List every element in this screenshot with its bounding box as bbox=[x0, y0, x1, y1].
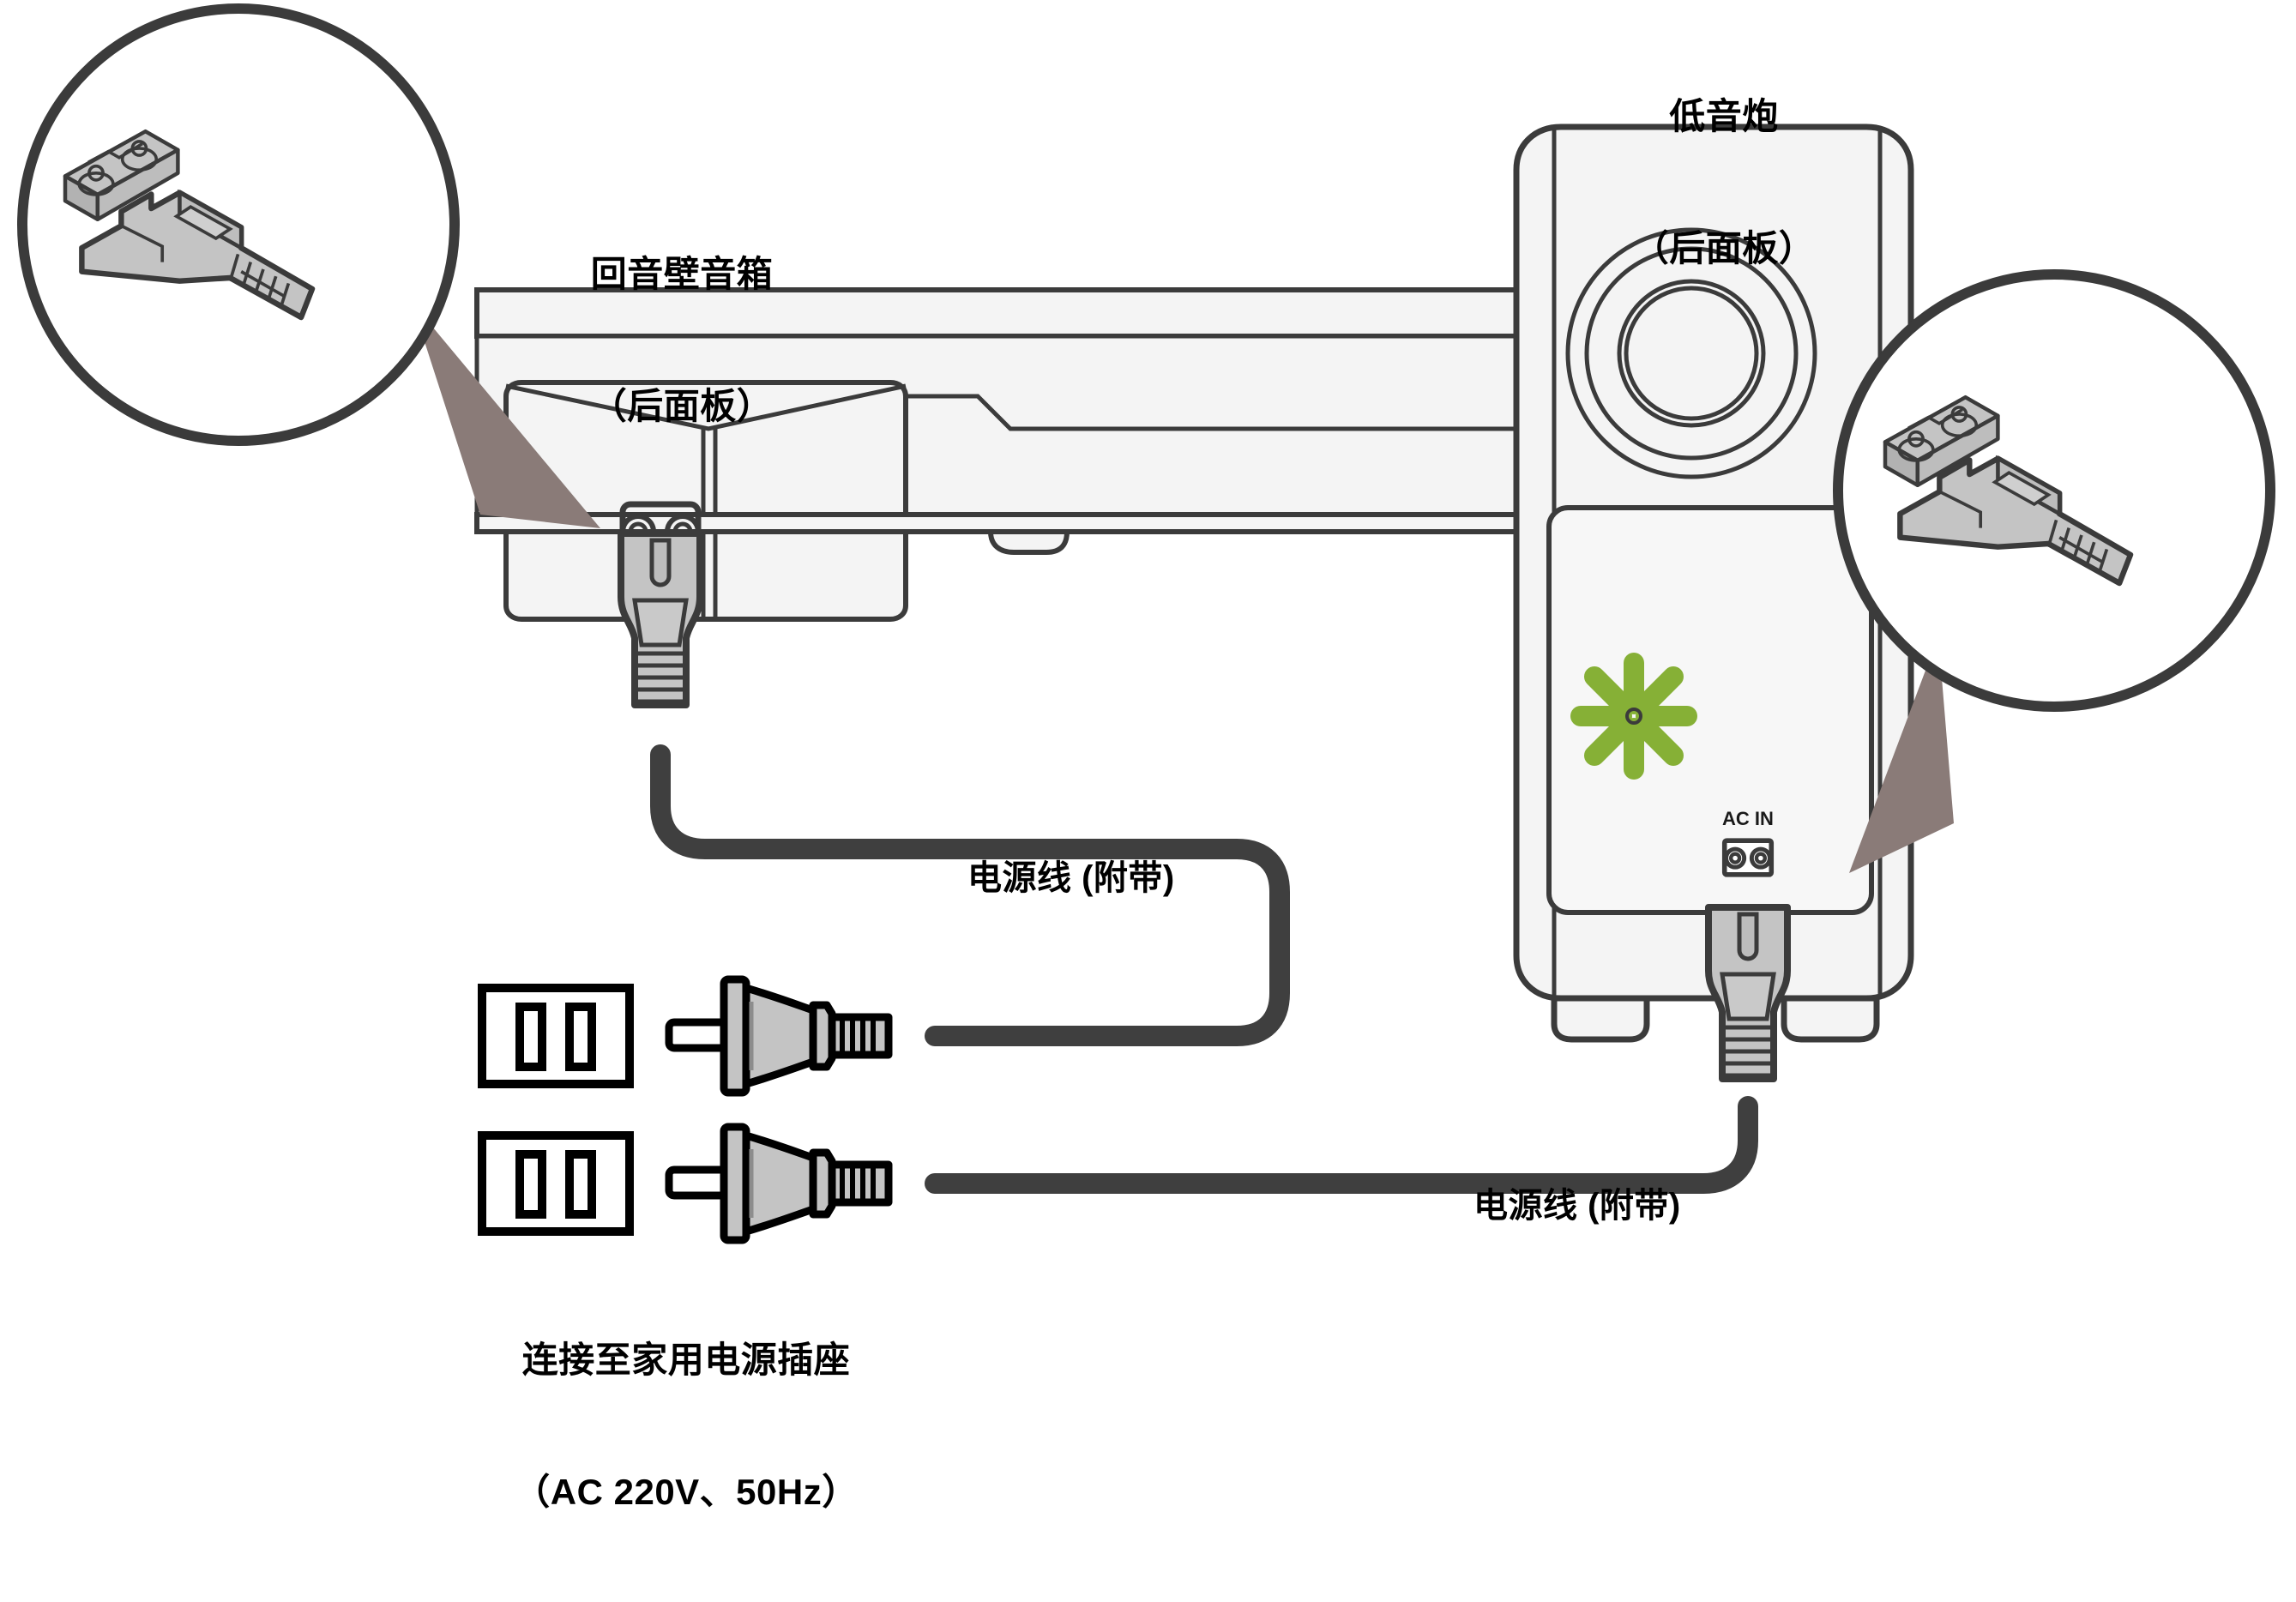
subwoofer-device: AC IN bbox=[1513, 123, 1914, 1043]
power-cord-label-soundbar: 电源线 (附带) bbox=[967, 859, 1175, 897]
soundbar-title: 回音壁音箱 （后面板） bbox=[502, 165, 862, 516]
outlet-caption-line1: 连接至家用电源插座 bbox=[521, 1340, 851, 1381]
callout-pointer-arrow-right bbox=[1849, 636, 1954, 873]
soundbar-title-line2: （后面板） bbox=[590, 386, 774, 427]
subwoofer-rear-panel bbox=[1546, 505, 1874, 915]
power-connection-diagram: AC IN bbox=[17, 3, 2275, 1513]
soundbar-rear-recess bbox=[503, 380, 908, 622]
outlet-caption-line2: （AC 220V、50Hz） bbox=[514, 1472, 859, 1513]
soundbar-power-cable bbox=[650, 744, 1290, 1046]
subwoofer-foot-right bbox=[1781, 995, 1880, 1043]
soundbar-foot bbox=[987, 529, 1070, 555]
subwoofer-title: 低音炮 （后面板） bbox=[1544, 7, 1904, 358]
ac-in-label: AC IN bbox=[1722, 808, 1774, 829]
subwoofer-driver bbox=[1565, 227, 1817, 479]
diagram-canvas: AC IN bbox=[17, 3, 2275, 1244]
callout-pointer-arrow-left bbox=[412, 302, 600, 528]
wall-outlet-top bbox=[482, 988, 630, 1084]
green-starburst-logo-icon bbox=[1570, 653, 1697, 780]
soundbar-title-line1: 回音壁音箱 bbox=[590, 254, 774, 295]
subwoofer-power-cable bbox=[925, 1096, 1758, 1194]
subwoofer-title-line2: （后面板） bbox=[1632, 228, 1816, 269]
soundbar-recess-bevel bbox=[505, 383, 907, 431]
outlet-caption: 连接至家用电源插座 （AC 220V、50Hz） bbox=[446, 1250, 926, 1602]
wall-outlet-bottom bbox=[482, 1135, 630, 1232]
subwoofer-ac-inlet bbox=[1721, 838, 1775, 877]
soundbar-side-crease bbox=[906, 394, 1833, 431]
magnifier-callout-left bbox=[17, 3, 460, 446]
magnifier-callout-right bbox=[1833, 269, 2275, 712]
power-cord-label-subwoofer: 电源线 (附带) bbox=[1473, 1187, 1681, 1225]
subwoofer-c8-connector bbox=[1708, 907, 1787, 1079]
subwoofer-title-line1: 低音炮 bbox=[1669, 96, 1779, 137]
soundbar-c8-connector bbox=[621, 533, 700, 705]
subwoofer-foot-left bbox=[1551, 995, 1650, 1043]
